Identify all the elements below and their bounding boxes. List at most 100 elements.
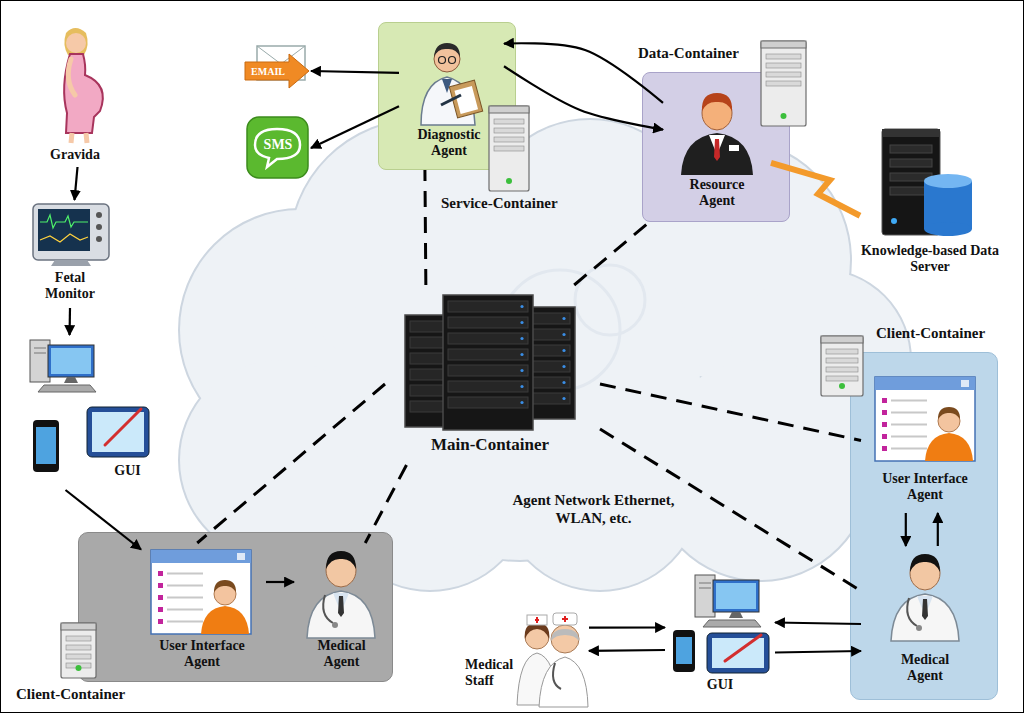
suit	[681, 133, 753, 175]
white-coat	[307, 591, 375, 638]
server-cap	[761, 41, 806, 48]
stethoscope-head	[916, 625, 922, 631]
icon-group	[761, 41, 806, 126]
node-label: Medical Staff	[465, 657, 515, 689]
pc-stand	[729, 612, 743, 618]
device-icon: GUI	[25, 335, 160, 490]
rack-unit	[448, 301, 528, 312]
node-label: Main-Container	[385, 435, 595, 455]
container-heading: Service-Container	[441, 195, 591, 212]
node-label: Medical Agent	[885, 652, 965, 684]
server-slot	[766, 63, 801, 68]
icon-group	[821, 336, 863, 396]
hair	[702, 93, 732, 111]
container-box: Data-ContainerResource Agent	[642, 72, 790, 222]
bullet	[158, 583, 163, 588]
knob	[96, 236, 102, 242]
rack-light	[562, 397, 565, 400]
server-icon	[761, 41, 806, 126]
network-label: Agent Network Ethernet, WLAN, etc.	[508, 490, 679, 528]
server-icon: Main-Container	[385, 285, 600, 465]
arrow-connector	[68, 308, 71, 335]
icon-group	[882, 129, 972, 236]
container-box: Client-ContainerUser Interface AgentMedi…	[850, 352, 998, 700]
icon-group	[489, 106, 529, 191]
text-line	[167, 573, 203, 575]
icon	[294, 543, 389, 673]
text-line	[167, 621, 203, 623]
monitor-case	[33, 204, 109, 260]
stylus	[105, 409, 141, 445]
container-heading: Client-Container	[16, 686, 156, 703]
bullet	[882, 434, 887, 439]
window-title	[151, 550, 251, 563]
server-cap	[821, 336, 863, 343]
trace	[40, 215, 88, 228]
icon-group	[673, 575, 769, 673]
glasses	[439, 57, 446, 64]
bullet	[882, 422, 887, 427]
rack-light	[520, 369, 523, 372]
bullet	[158, 571, 163, 576]
window	[875, 377, 975, 461]
server-light	[891, 218, 897, 224]
server-slot	[826, 349, 858, 354]
text-line	[167, 597, 203, 599]
icon-group	[307, 551, 375, 638]
rack-unit	[448, 381, 528, 392]
text-line	[167, 585, 203, 587]
rack-light	[520, 321, 523, 324]
node-label: User Interface Agent	[143, 638, 261, 670]
ui-window-icon	[875, 377, 975, 461]
server-slot	[494, 119, 524, 124]
rack	[443, 295, 533, 430]
icon-group	[30, 340, 149, 472]
rack-light	[562, 349, 565, 352]
trace	[40, 234, 88, 242]
hair	[326, 551, 356, 569]
red-cross	[535, 617, 539, 623]
bullet	[158, 619, 163, 624]
node-label: EMAIL	[248, 66, 288, 78]
server-light	[839, 383, 845, 389]
pc-tower	[695, 575, 715, 617]
hair	[64, 28, 87, 55]
server-slot	[494, 137, 524, 142]
stylus	[725, 635, 761, 661]
pc-stand	[64, 377, 78, 383]
pc-slot	[34, 353, 46, 354]
hair	[910, 554, 940, 572]
node-label: Knowledge-based Data Server	[860, 243, 1000, 275]
server-light	[506, 178, 512, 184]
stethoscope	[323, 595, 333, 623]
server-slot	[494, 146, 524, 151]
icon-group	[61, 623, 96, 678]
phone-icon	[33, 420, 59, 472]
window-button	[237, 553, 245, 560]
window	[151, 550, 251, 634]
tie	[922, 599, 928, 620]
agent-figure: User Interface Agent	[861, 368, 989, 513]
arrow-connector	[589, 649, 665, 652]
email-icon: EMAIL	[245, 42, 311, 100]
drive-slot	[890, 145, 932, 153]
pc-tower	[30, 340, 50, 382]
tablet-icon	[87, 407, 149, 457]
hair	[434, 43, 460, 57]
container-box: Service-ContainerDiagnostic Agent	[378, 22, 516, 170]
bullet	[882, 398, 887, 403]
pc-slot	[34, 348, 46, 349]
server-slot	[494, 128, 524, 133]
server-slot	[66, 636, 91, 641]
node-label: Diagnostic Agent	[399, 127, 499, 159]
rack-light	[520, 305, 523, 308]
rack-light	[520, 401, 523, 404]
device-icon: GUI	[665, 575, 775, 700]
pc-keyboard	[38, 385, 96, 392]
pc-screen	[716, 583, 756, 609]
bullet	[882, 410, 887, 415]
icon-group	[891, 554, 959, 641]
server-slot	[826, 376, 858, 381]
email-arrow	[245, 54, 309, 88]
tie	[714, 139, 720, 161]
